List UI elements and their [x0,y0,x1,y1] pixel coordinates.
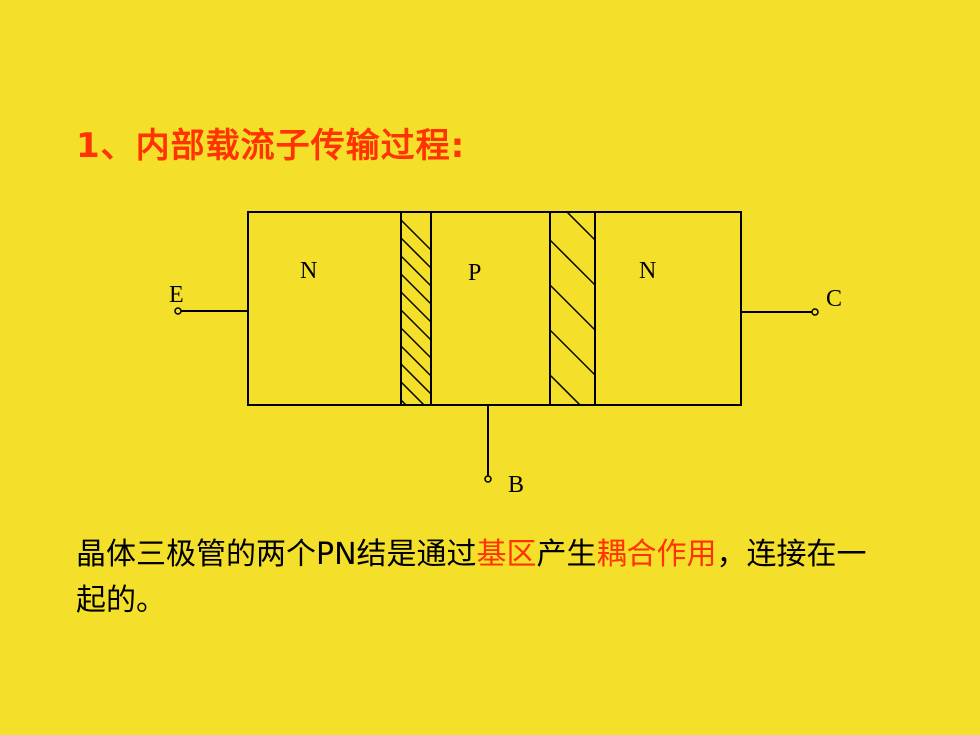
transistor-body [247,211,742,406]
highlight-coupling: 耦合作用 [596,537,717,572]
region-n-right-label: N [639,258,656,284]
collector-terminal [811,308,819,316]
emitter-label: E [169,282,184,308]
description-paragraph: 晶体三极管的两个PN结是通过基区产生耦合作用，连接在一起的。 [76,532,876,624]
text-segment: 晶体三极管的两个PN结是通过 [76,537,477,572]
text-segment: ，连接在一起的。 [76,537,867,618]
region-n-left-label: N [300,258,317,284]
collector-label: C [826,286,842,312]
highlight-base-region: 基区 [476,537,537,572]
collector-junction-hatch [550,213,595,405]
text-segment: 产生 [536,537,597,572]
region-p-label: P [468,260,481,286]
emitter-terminal [174,307,182,315]
base-terminal [484,475,492,483]
page-title: 1、内部载流子传输过程: [76,126,466,166]
base-label: B [508,472,524,498]
emitter-junction-hatch [401,218,431,405]
